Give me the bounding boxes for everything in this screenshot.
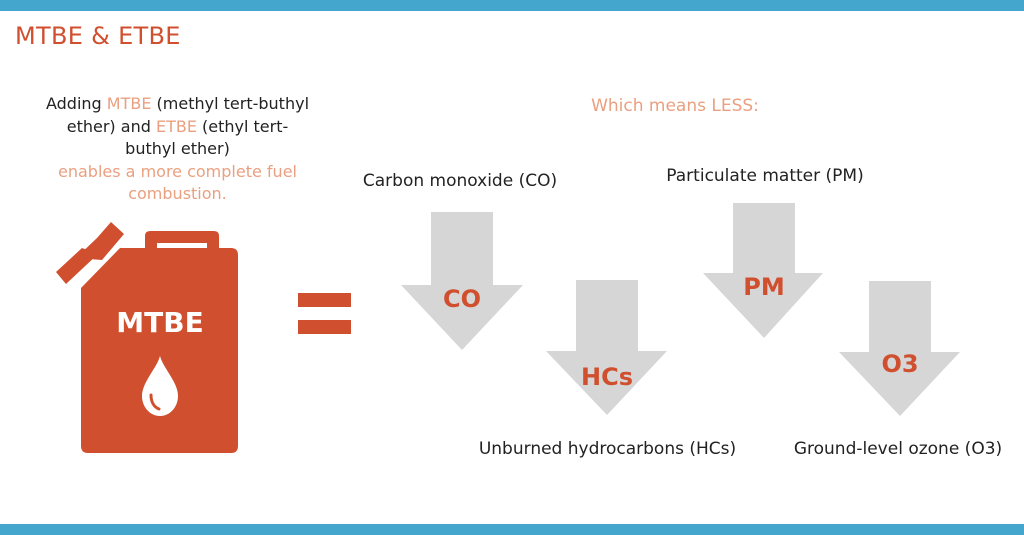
arrow-o3-shape (839, 281, 960, 416)
arrow-hcs: HCs (546, 280, 667, 415)
bottom-border-bar (0, 524, 1024, 535)
arrow-co-code: CO (443, 285, 481, 313)
arrow-o3-code: O3 (881, 350, 918, 378)
arrow-co: CO (401, 212, 523, 350)
equals-sign-bottom-bar (298, 320, 351, 334)
drop-highlight (149, 393, 161, 411)
top-border-bar (0, 0, 1024, 11)
arrow-pm-code: PM (743, 273, 784, 301)
intro-etbe-highlight: ETBE (155, 116, 197, 136)
fuel-can-graphic: MTBE (56, 222, 238, 453)
arrow-co-shape (401, 212, 523, 350)
intro-part-2: (methyl tert-buthyl ether) and (66, 94, 310, 136)
arrow-o3: O3 (839, 281, 960, 416)
can-spout-neck (76, 222, 124, 260)
arrow-hcs-shape (546, 280, 667, 415)
can-handle (145, 231, 219, 251)
can-label: MTBE (116, 306, 203, 339)
can-body (81, 248, 238, 453)
page-title: MTBE & ETBE (15, 22, 181, 50)
intro-part-1: Adding (45, 94, 107, 113)
intro-mtbe-highlight: MTBE (106, 94, 152, 113)
equals-sign-top-bar (298, 293, 351, 307)
arrow-hcs-code: HCs (581, 363, 633, 391)
arrow-pm: PM (703, 203, 823, 338)
which-means-heading: Which means LESS: (591, 96, 759, 116)
intro-conclusion: enables a more complete fuel combustion. (58, 161, 297, 204)
intro-text: Adding MTBE (methyl tert-buthyl ether) a… (45, 93, 310, 206)
arrow-pm-shape (703, 203, 823, 338)
intro-part-3: (ethyl tert-buthyl ether) (125, 116, 289, 159)
label-carbon-monoxide: Carbon monoxide (CO) (362, 171, 558, 191)
label-particulate-matter: Particulate matter (PM) (666, 166, 864, 186)
label-unburned-hydrocarbons: Unburned hydrocarbons (HCs) (478, 439, 737, 459)
label-ground-level-ozone: Ground-level ozone (O3) (793, 439, 1003, 459)
